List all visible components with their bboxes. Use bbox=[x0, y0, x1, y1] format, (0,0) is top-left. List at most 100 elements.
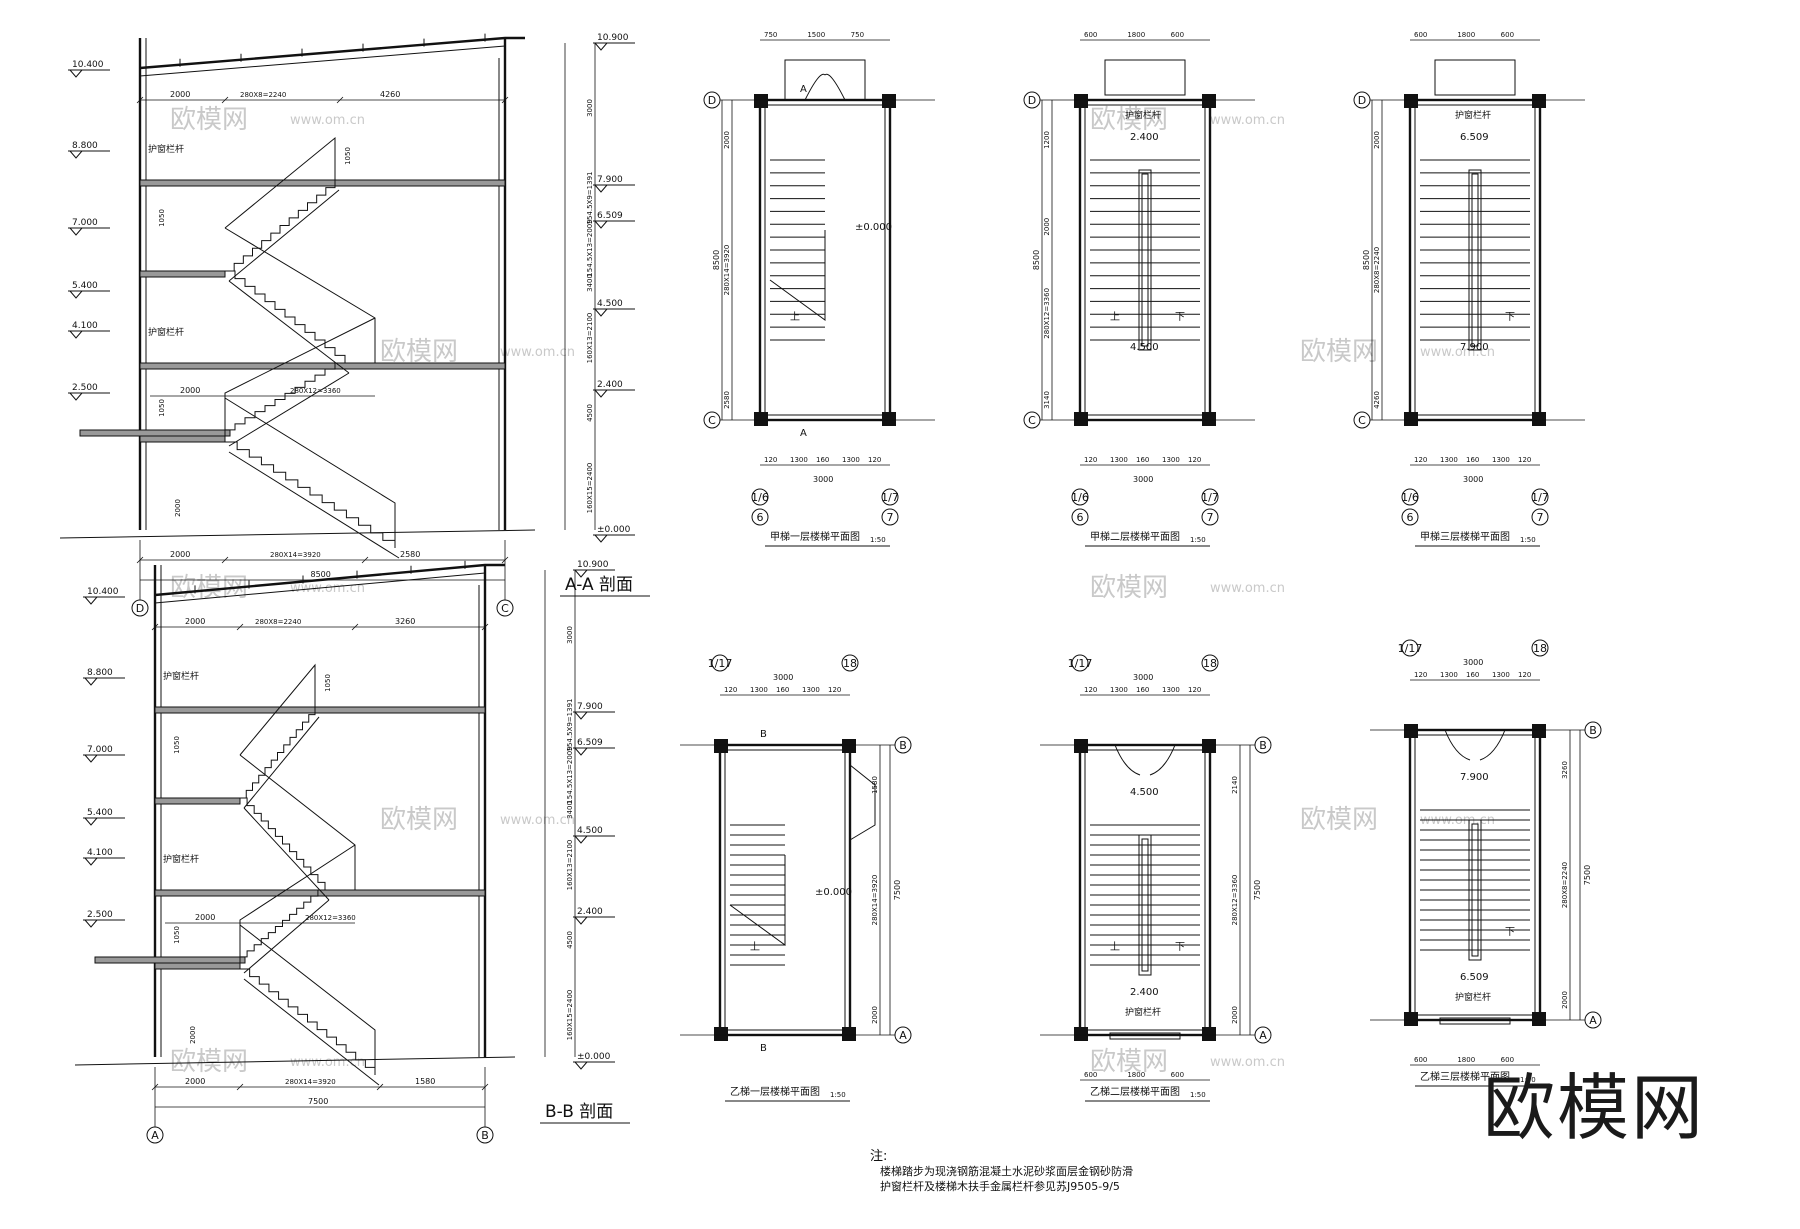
roof bbox=[139, 36, 525, 70]
plan-scale: 1:50 bbox=[1190, 536, 1206, 544]
vdim-0: 3000 bbox=[586, 99, 594, 117]
axis-col-1: 1/7 bbox=[881, 491, 899, 504]
axis-row-0: B bbox=[1589, 724, 1597, 737]
width-dim: 3000 bbox=[1133, 475, 1153, 484]
axis-row-0: B bbox=[1259, 739, 1267, 752]
column-2 bbox=[1074, 1027, 1088, 1041]
width-dim: 3000 bbox=[1463, 475, 1483, 484]
elev-right-2: 6.509 bbox=[597, 211, 623, 221]
axis-row-0-circle bbox=[1023, 91, 1041, 109]
brand-logo: 欧模网 bbox=[1482, 1066, 1705, 1150]
elev-right-4: 2.400 bbox=[577, 907, 603, 917]
axis-col-0: 1/6 bbox=[1401, 491, 1419, 504]
flight-ground-soffit bbox=[243, 978, 380, 1086]
top-dim-2: 160 bbox=[1136, 686, 1149, 694]
elev-right-5-mark bbox=[574, 1061, 588, 1070]
axis-col-1-circle bbox=[1201, 654, 1219, 672]
down-label: 下 bbox=[1505, 927, 1515, 938]
top-dim-2: 3260 bbox=[395, 617, 415, 626]
rail-height-3: 1050 bbox=[158, 399, 166, 417]
elev-right-1-mark bbox=[594, 184, 608, 193]
bottom-dim-1: 280X14=3920 bbox=[270, 551, 321, 559]
slab-2 bbox=[94, 956, 246, 964]
watermark-url: www.om.cn bbox=[290, 1055, 365, 1070]
flight-upper bbox=[240, 707, 316, 799]
bottom-dim-1: 1300 bbox=[790, 456, 808, 464]
side-dim-0: 2140 bbox=[1231, 776, 1239, 794]
vdim-6: 160X15=2400 bbox=[586, 463, 594, 514]
window-sill bbox=[1439, 1017, 1511, 1025]
column-3 bbox=[1202, 1027, 1216, 1041]
handrail-1 bbox=[239, 663, 316, 756]
column-0 bbox=[1074, 94, 1088, 108]
top-dim-0: 750 bbox=[764, 31, 777, 39]
plan-outline-inner bbox=[1084, 104, 1206, 416]
window-sill bbox=[1109, 1032, 1181, 1040]
side-dim-total: 8500 bbox=[1032, 250, 1041, 270]
plan-level-1: 7.900 bbox=[1460, 342, 1489, 353]
top-dim-2: 600 bbox=[1171, 31, 1184, 39]
guard-rail-label: 护窗栏杆 bbox=[1125, 1006, 1161, 1018]
dim-tick bbox=[481, 623, 489, 631]
landing-low bbox=[139, 435, 226, 443]
landing-low bbox=[154, 962, 241, 970]
down-label: 下 bbox=[1505, 312, 1515, 323]
vdim-4: 160X13=2100 bbox=[586, 313, 594, 364]
ground-height: 2000 bbox=[189, 1026, 197, 1044]
plan-title: 甲梯三层楼梯平面图 bbox=[1420, 530, 1510, 543]
axis-row-1-circle bbox=[894, 1026, 912, 1044]
watermark-text: 欧模网 bbox=[380, 337, 458, 367]
axis-row-1: A bbox=[1259, 1029, 1267, 1042]
flight-mid-2-soffit bbox=[243, 899, 330, 974]
elev-right-3-mark bbox=[594, 308, 608, 317]
axis-col-0-circle bbox=[1071, 488, 1089, 506]
section-title: A-A 剖面 bbox=[565, 575, 633, 595]
top-dim-1: 1300 bbox=[1440, 671, 1458, 679]
section-title: B-B 剖面 bbox=[545, 1102, 613, 1122]
elev-right-2: 6.509 bbox=[577, 738, 603, 748]
axis-row-1-circle bbox=[1023, 411, 1041, 429]
side-dim-total: 7500 bbox=[1253, 880, 1262, 900]
axis-col-sub-0-circle bbox=[1401, 508, 1419, 526]
bottom-dim-2: 160 bbox=[1136, 456, 1149, 464]
top-dim-3: 1300 bbox=[802, 686, 820, 694]
column-0 bbox=[1404, 94, 1418, 108]
plan-level-1: 2.400 bbox=[1130, 987, 1159, 998]
bottom-dim-1: 280X14=3920 bbox=[285, 1078, 336, 1086]
guard-rail-label: 护窗栏杆 bbox=[1455, 991, 1491, 1003]
plan-level: ±0.000 bbox=[855, 222, 892, 233]
section-1: 10.4008.8007.0005.4004.1002.50010.9007.9… bbox=[74, 560, 630, 1144]
section-mark-top: A bbox=[800, 84, 807, 95]
flight-mid-2 bbox=[239, 889, 325, 963]
guard-rail-lower: 护窗栏杆 bbox=[163, 853, 199, 865]
mid-dim-1: 280X12=3360 bbox=[305, 914, 356, 922]
bottom-dim-4: 120 bbox=[1188, 456, 1201, 464]
axis-col-0: 1/17 bbox=[708, 657, 733, 670]
axis-row-1-circle bbox=[1584, 1011, 1602, 1029]
stair-well bbox=[1138, 834, 1152, 976]
roof bbox=[154, 563, 505, 597]
plan-level-0: 6.509 bbox=[1460, 132, 1489, 143]
elev-left-4-mark bbox=[69, 330, 83, 339]
plan-scale: 1:50 bbox=[870, 536, 886, 544]
watermark-text: 欧模网 bbox=[1300, 805, 1378, 835]
axis-col-1-circle bbox=[1531, 488, 1549, 506]
top-dim-1: 1300 bbox=[750, 686, 768, 694]
axis-row-1-circle bbox=[703, 411, 721, 429]
watermark-text: 欧模网 bbox=[1300, 337, 1378, 367]
vdim-2: 154.5X13=2009 bbox=[586, 219, 594, 276]
watermark-url: www.om.cn bbox=[1210, 581, 1285, 596]
plan-4: 护窗栏杆4.5002.400上下BA75002140280X12=3360200… bbox=[1040, 654, 1272, 1102]
elev-left-2-mark bbox=[84, 754, 98, 763]
plan-outline-inner bbox=[724, 749, 846, 1031]
watermark-url: www.om.cn bbox=[500, 345, 575, 360]
axis-row-1-circle bbox=[1353, 411, 1371, 429]
plan-title: 甲梯一层楼梯平面图 bbox=[770, 530, 860, 543]
axis-col-0-circle bbox=[1071, 654, 1089, 672]
side-dim-1: 2000 bbox=[1043, 218, 1051, 236]
axis-row-0: D bbox=[1358, 94, 1366, 107]
side-dim-1: 280X8=2240 bbox=[1561, 862, 1569, 908]
rail-height-1: 1050 bbox=[173, 736, 181, 754]
slab-0 bbox=[139, 179, 506, 187]
elev-right-5: ±0.000 bbox=[577, 1052, 611, 1062]
